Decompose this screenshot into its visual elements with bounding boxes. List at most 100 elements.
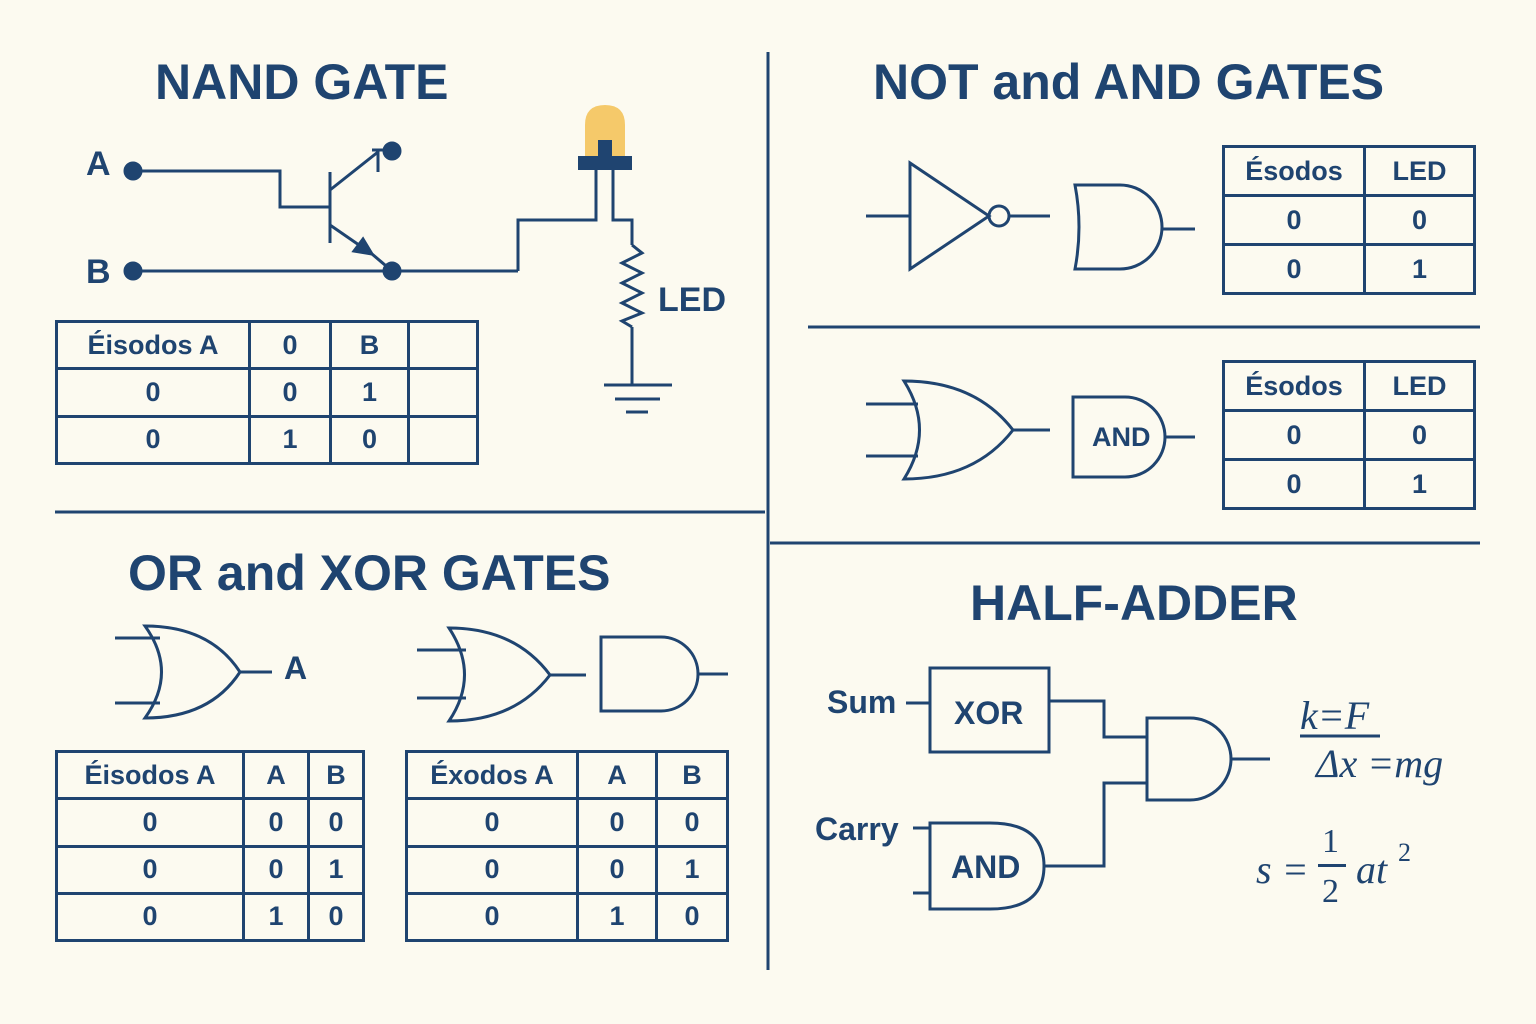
table-cell: 0 <box>307 797 365 848</box>
table-cell: Ésodos <box>1222 360 1366 412</box>
table-cell: Éxodos A <box>405 749 579 801</box>
table-cell: 1 <box>248 414 332 466</box>
table-cell: 0 <box>655 797 729 848</box>
table-cell: Éisodos A <box>55 749 245 801</box>
table-row: 0 0 <box>1222 194 1476 246</box>
table-row: Ésodos LED <box>1222 360 1476 412</box>
table-cell: 1 <box>576 891 658 943</box>
equation-1-top: k=F <box>1300 693 1370 738</box>
or-xor-title: OR and XOR GATES <box>128 545 611 601</box>
table-cell: 0 <box>405 797 579 848</box>
led-label: LED <box>658 281 726 319</box>
equation-2-numerator: 1 <box>1322 823 1339 860</box>
table-cell: 1 <box>329 367 410 418</box>
table-cell: 0 <box>1222 243 1366 295</box>
table-cell: B <box>655 749 729 801</box>
table-cell: 1 <box>1363 243 1476 295</box>
fraction-bar <box>1318 864 1346 867</box>
table-row: Éxodos A A B <box>405 749 729 801</box>
table-cell: 0 <box>307 891 365 943</box>
table-cell: 0 <box>248 319 332 371</box>
table-row: 0 1 0 <box>55 891 365 943</box>
table-row: Ésodos LED <box>1222 145 1476 197</box>
table-cell: 0 <box>242 797 310 848</box>
table-cell: 0 <box>576 797 658 848</box>
led-bulb <box>578 105 632 170</box>
table-cell: 0 <box>405 891 579 943</box>
table-cell: 0 <box>1222 409 1366 461</box>
equation-2-denominator: 2 <box>1322 873 1339 910</box>
not-and-title: NOT and AND GATES <box>873 54 1385 110</box>
half-adder-title: HALF-ADDER <box>970 575 1298 631</box>
table-cell: LED <box>1363 360 1476 412</box>
table-cell: 0 <box>55 844 245 895</box>
table-cell <box>407 414 479 466</box>
table-cell: 0 <box>1363 409 1476 461</box>
table-row: 0 0 1 <box>55 844 365 895</box>
table-row: Éisodos A 0 B <box>55 319 479 371</box>
equation-2-exponent: 2 <box>1398 838 1411 867</box>
xor-truth-table: Éxodos A A B 0 0 0 0 0 1 0 1 0 <box>405 749 729 943</box>
or-output-label: A <box>284 650 308 686</box>
table-row: 0 1 <box>1222 458 1476 510</box>
table-cell: 0 <box>242 844 310 895</box>
table-cell <box>407 367 479 418</box>
table-cell: A <box>576 749 658 801</box>
table-cell: B <box>307 749 365 801</box>
table-cell: LED <box>1363 145 1476 197</box>
table-cell: 1 <box>242 891 310 943</box>
input-b-label: B <box>86 253 111 291</box>
or-gate-left <box>115 624 272 720</box>
and-gate-upper <box>1073 183 1195 271</box>
table-cell: 0 <box>1222 458 1366 510</box>
table-cell: B <box>329 319 410 371</box>
half-adder-circuit <box>906 666 1380 911</box>
not-and-truth-table-1: Ésodos LED 0 0 0 1 <box>1222 145 1476 295</box>
xor-box-label: XOR <box>954 695 1024 731</box>
table-row: 0 1 <box>1222 243 1476 295</box>
table-cell: 0 <box>248 367 332 418</box>
table-row: 0 0 1 <box>405 844 729 895</box>
table-cell: 0 <box>655 891 729 943</box>
or-gate-middle <box>417 626 586 723</box>
table-cell: 0 <box>55 891 245 943</box>
table-cell: 0 <box>55 797 245 848</box>
and-gate-labeled <box>1071 395 1195 479</box>
equation-2-lhs: s = <box>1256 847 1309 892</box>
table-cell: Éisodos A <box>55 319 251 371</box>
table-cell: A <box>242 749 310 801</box>
table-cell: 0 <box>329 414 410 466</box>
nand-transistor-circuit <box>123 141 672 414</box>
table-cell: 0 <box>405 844 579 895</box>
table-row: 0 1 0 <box>405 891 729 943</box>
or-truth-table: Éisodos A A B 0 0 0 0 0 1 0 1 0 <box>55 749 365 943</box>
table-cell: Ésodos <box>1222 145 1366 197</box>
table-row: 0 1 0 <box>55 414 479 466</box>
and-gate-lower-left <box>599 635 728 713</box>
table-row: Éisodos A A B <box>55 749 365 801</box>
input-a-label: A <box>86 145 111 183</box>
nand-title: NAND GATE <box>155 54 449 110</box>
table-row: 0 0 <box>1222 409 1476 461</box>
and-box-label: AND <box>951 849 1021 885</box>
table-row: 0 0 0 <box>55 797 365 848</box>
table-cell: 0 <box>1222 194 1366 246</box>
sum-label: Sum <box>827 684 897 720</box>
not-gate <box>866 160 1050 272</box>
table-cell: 1 <box>307 844 365 895</box>
table-row: 0 0 0 <box>405 797 729 848</box>
table-cell: 0 <box>576 844 658 895</box>
table-cell: 1 <box>655 844 729 895</box>
nand-truth-table: Éisodos A 0 B 0 0 1 0 1 0 <box>55 319 479 466</box>
or-gate-right <box>866 379 1050 481</box>
table-cell: 0 <box>1363 194 1476 246</box>
table-cell: 0 <box>55 414 251 466</box>
table-cell: 0 <box>55 367 251 418</box>
not-and-truth-table-2: Ésodos LED 0 0 0 1 <box>1222 360 1476 510</box>
table-cell <box>407 319 479 371</box>
table-row: 0 0 1 <box>55 367 479 418</box>
table-cell: 1 <box>1363 458 1476 510</box>
equation-2-rhs: at <box>1356 847 1388 892</box>
and-gate-label: AND <box>1092 422 1151 452</box>
